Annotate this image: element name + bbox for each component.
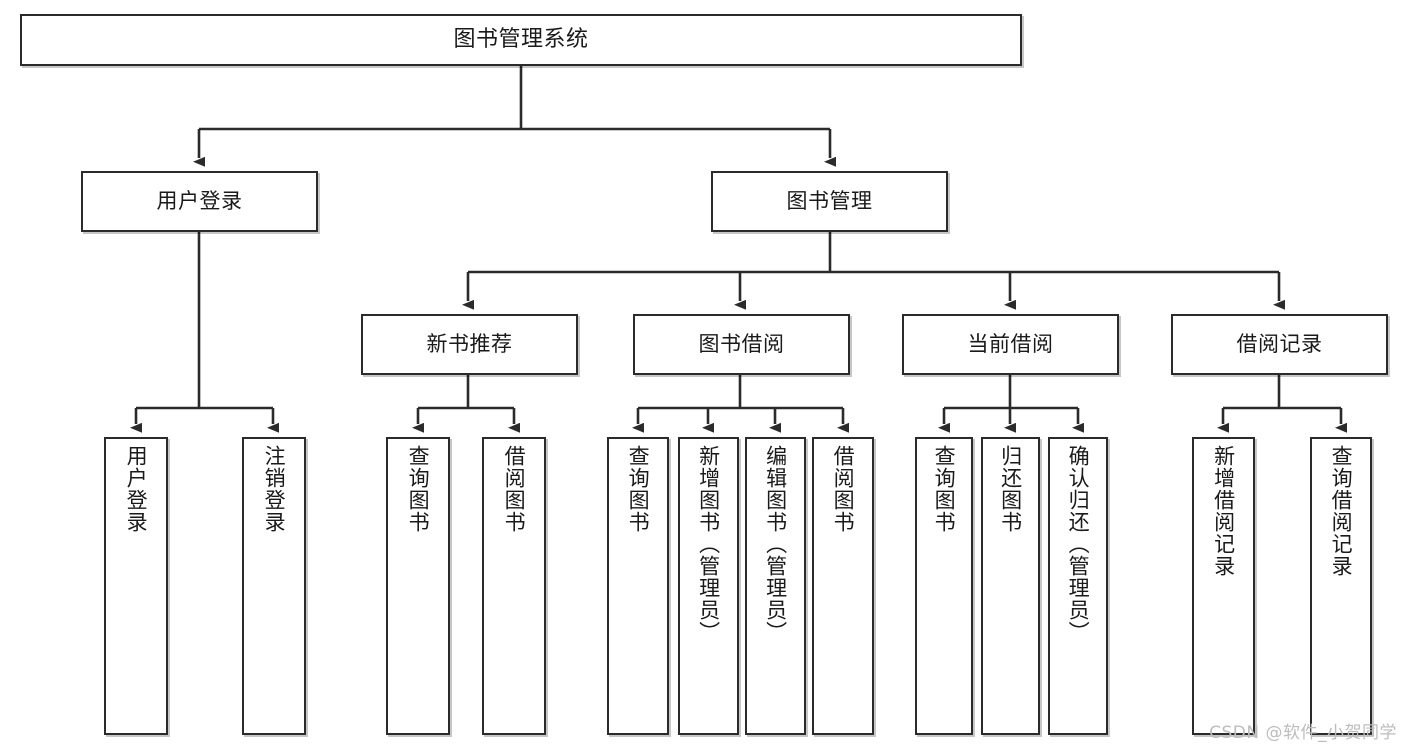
node-label: 当前借阅: [967, 332, 1054, 357]
node-label: 用户登录: [124, 445, 149, 533]
node-borrow-records[interactable]: 借阅记录: [1171, 314, 1388, 375]
leaf-current-return-books[interactable]: 归还图书: [981, 437, 1040, 735]
node-label: 编辑图书（管理员）: [763, 445, 788, 643]
node-label: 借阅记录: [1236, 332, 1323, 357]
node-current-borrowings[interactable]: 当前借阅: [902, 314, 1119, 375]
node-label: 图书管理系统: [453, 27, 589, 53]
leaf-borrow-query-books[interactable]: 查询图书: [607, 437, 669, 735]
node-book-borrowing[interactable]: 图书借阅: [633, 314, 850, 375]
node-label: 确认归还（管理员）: [1066, 445, 1091, 643]
csdn-watermark: CSDN @软件_小贺同学: [1209, 723, 1397, 743]
node-root-book-management-system[interactable]: 图书管理系统: [20, 14, 1022, 66]
node-label: 归还图书: [998, 445, 1023, 533]
leaf-user-logout[interactable]: 注销登录: [242, 437, 306, 735]
node-label: 注销登录: [262, 445, 287, 533]
leaf-newbook-query-books[interactable]: 查询图书: [386, 437, 450, 735]
node-label: 借阅图书: [502, 445, 527, 533]
leaf-record-query-borrow-record[interactable]: 查询借阅记录: [1310, 437, 1372, 735]
leaf-borrow-borrow-books[interactable]: 借阅图书: [812, 437, 874, 735]
leaf-current-confirm-return-admin[interactable]: 确认归还（管理员）: [1048, 437, 1108, 735]
node-label: 新增借阅记录: [1211, 445, 1236, 577]
node-label: 图书借阅: [698, 332, 785, 357]
node-label: 查询借阅记录: [1329, 445, 1354, 577]
node-label: 查询图书: [406, 445, 431, 533]
node-label: 新书推荐: [426, 332, 513, 357]
node-label: 查询图书: [932, 445, 957, 533]
node-label: 借阅图书: [831, 445, 856, 533]
node-label: 图书管理: [786, 189, 873, 214]
node-label: 用户登录: [156, 189, 243, 214]
leaf-borrow-edit-book-admin[interactable]: 编辑图书（管理员）: [745, 437, 806, 735]
node-user-login[interactable]: 用户登录: [81, 171, 318, 232]
leaf-current-query-books[interactable]: 查询图书: [915, 437, 973, 735]
leaf-user-login[interactable]: 用户登录: [104, 437, 168, 735]
node-label: 新增图书（管理员）: [696, 445, 721, 643]
node-new-book-recommendation[interactable]: 新书推荐: [361, 314, 578, 375]
leaf-borrow-add-book-admin[interactable]: 新增图书（管理员）: [678, 437, 739, 735]
leaf-newbook-borrow-books[interactable]: 借阅图书: [482, 437, 546, 735]
node-book-management[interactable]: 图书管理: [711, 171, 948, 232]
leaf-record-add-borrow-record[interactable]: 新增借阅记录: [1192, 437, 1255, 735]
node-label: 查询图书: [626, 445, 651, 533]
